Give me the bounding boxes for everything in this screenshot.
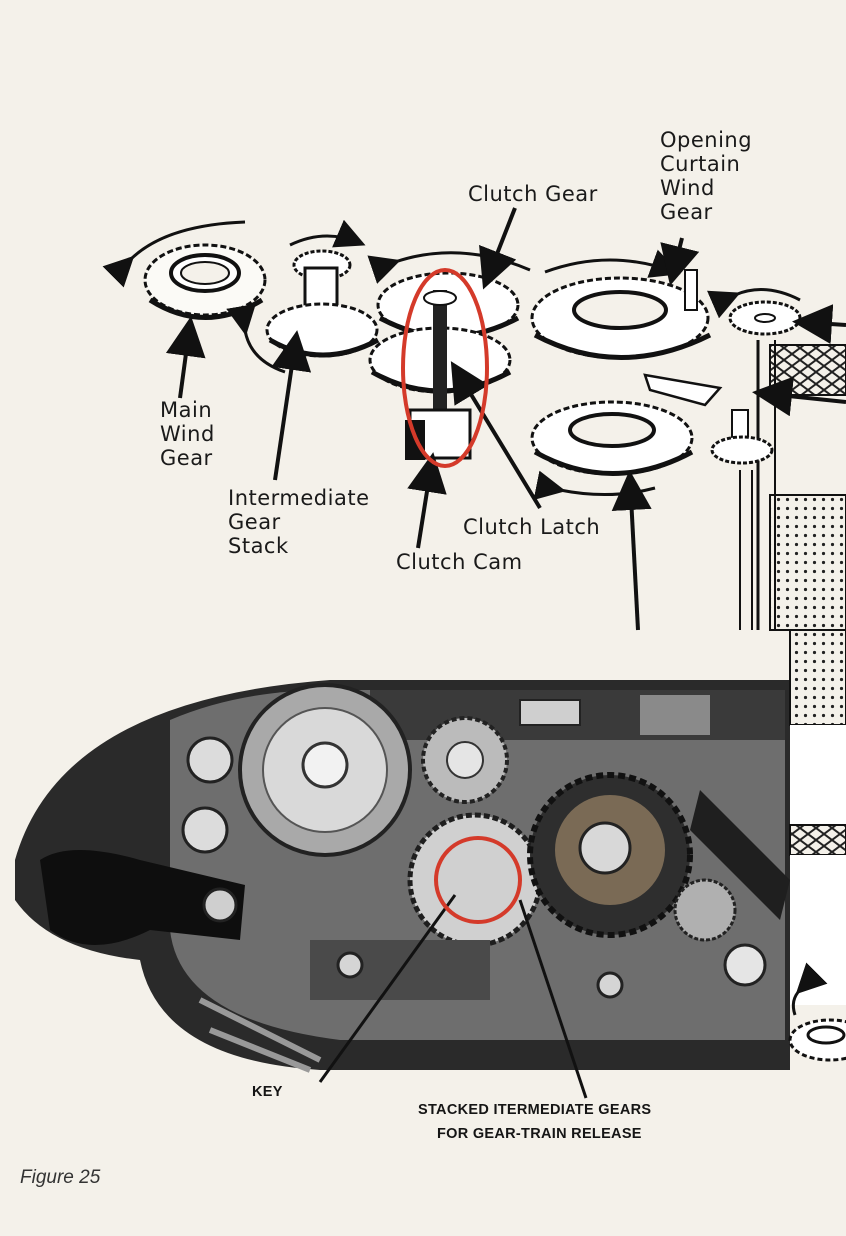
main-wind-gear-drawing <box>102 220 267 320</box>
key-highlight-circle <box>434 836 522 924</box>
label-clutch-gear: Clutch Gear <box>468 182 598 206</box>
caption-key: KEY <box>252 1084 283 1100</box>
small-right-gear-drawing <box>707 288 802 336</box>
figure-label: Figure 25 <box>20 1167 101 1188</box>
photo-leader-lines <box>318 894 588 1099</box>
right-side-panels <box>739 340 846 631</box>
mechanism-photo <box>15 680 790 1073</box>
lower-drive-gear-drawing <box>530 373 774 501</box>
label-intermediate-gear-stack: Intermediate Gear Stack <box>228 486 370 558</box>
caption-stacked-gears-line1: STACKED ITERMEDIATE GEARS <box>418 1102 652 1118</box>
label-opening-curtain-wind-gear: Opening Curtain Wind Gear <box>660 128 753 224</box>
label-clutch-latch: Clutch Latch <box>463 515 601 539</box>
right-side-panels-lower <box>788 629 846 1062</box>
clutch-gear-drawing <box>367 251 531 460</box>
label-clutch-cam: Clutch Cam <box>396 550 523 574</box>
clutch-highlight-ellipse <box>401 268 489 468</box>
caption-stacked-gears-line2: FOR GEAR-TRAIN RELEASE <box>437 1126 642 1142</box>
opening-curtain-wind-gear-drawing <box>530 249 712 360</box>
intermediate-gear-stack-drawing <box>226 219 380 374</box>
leader-lines <box>165 207 846 631</box>
label-main-wind-gear: Main Wind Gear <box>160 398 215 470</box>
